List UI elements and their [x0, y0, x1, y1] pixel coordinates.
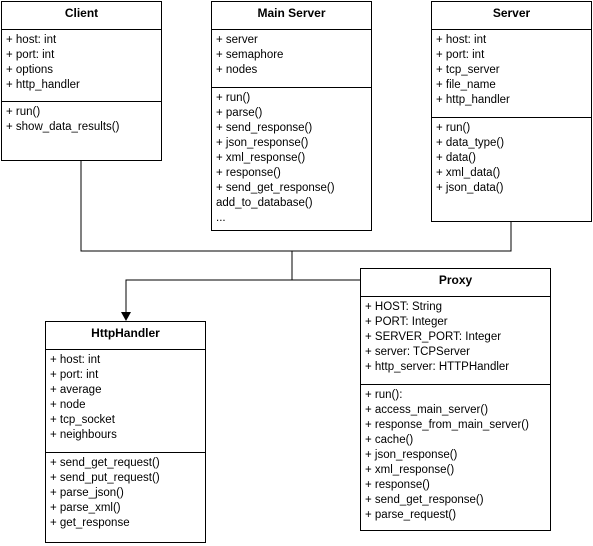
attribute: + nodes	[216, 64, 258, 76]
attribute: + neighbours	[50, 429, 117, 441]
method: + show_data_results()	[6, 121, 120, 133]
method: + send_put_request()	[50, 472, 160, 484]
attribute: + host: int	[6, 34, 57, 46]
class-title: Server	[432, 2, 591, 30]
arrowhead-icon	[121, 312, 131, 321]
class-title: HttpHandler	[46, 322, 205, 350]
class-main-server[interactable]: Main Server + server + semaphore + nodes…	[211, 1, 372, 231]
method: + cache()	[365, 434, 414, 446]
class-title: Main Server	[212, 2, 371, 30]
method: + parse_json()	[50, 487, 124, 499]
attribute: + tcp_server	[436, 64, 500, 76]
method: + data_type()	[436, 137, 505, 149]
attribute: + tcp_socket	[50, 414, 115, 426]
attribute: + PORT: Integer	[365, 316, 448, 328]
methods-section: + run() + show_data_results()	[2, 102, 161, 138]
method: + json_data()	[436, 182, 504, 194]
attribute: + options	[6, 64, 53, 76]
attribute: + semaphore	[216, 49, 284, 61]
attribute: + port: int	[50, 369, 99, 381]
class-title: Client	[2, 2, 161, 30]
attributes-section: + host: int + port: int + average + node…	[46, 350, 205, 453]
attribute: + port: int	[436, 49, 485, 61]
method: ...	[216, 212, 226, 224]
association-line	[80, 161, 512, 252]
class-http-handler[interactable]: HttpHandler + host: int + port: int + av…	[45, 321, 206, 543]
attribute: + port: int	[6, 49, 55, 61]
attribute: + http_handler	[436, 94, 510, 106]
method: + send_get_response()	[365, 494, 484, 506]
attributes-section: + server + semaphore + nodes	[212, 30, 371, 88]
method: + send_response()	[216, 122, 313, 134]
method: + run()	[6, 106, 41, 118]
method: + parse()	[216, 107, 263, 119]
method: + run()	[216, 92, 251, 104]
attribute: + node	[50, 399, 86, 411]
attributes-section: + host: int + port: int + tcp_server + f…	[432, 30, 591, 118]
method: + xml_response()	[365, 464, 455, 476]
attributes-section: + HOST: String + PORT: Integer + SERVER_…	[361, 297, 550, 385]
attribute: + server	[216, 34, 258, 46]
method: + response()	[216, 167, 281, 179]
methods-section: + send_get_request() + send_put_request(…	[46, 453, 205, 534]
class-proxy[interactable]: Proxy + HOST: String + PORT: Integer + S…	[360, 268, 551, 531]
class-title: Proxy	[361, 269, 550, 297]
attribute: + server: TCPServer	[365, 346, 470, 358]
method: + json_response()	[365, 449, 458, 461]
attribute: + host: int	[50, 354, 101, 366]
method: + data()	[436, 152, 476, 164]
method: + response_from_main_server()	[365, 419, 529, 431]
methods-section: + run() + data_type() + data() + xml_dat…	[432, 118, 591, 199]
method: + parse_request()	[365, 509, 457, 521]
association-line	[125, 279, 360, 314]
method: + xml_response()	[216, 152, 306, 164]
method: + send_get_response()	[216, 182, 335, 194]
attribute: + average	[50, 384, 102, 396]
attribute: + SERVER_PORT: Integer	[365, 331, 502, 343]
method: + send_get_request()	[50, 457, 160, 469]
method: + xml_data()	[436, 167, 501, 179]
attribute: + http_server: HTTPHandler	[365, 361, 510, 373]
class-server[interactable]: Server + host: int + port: int + tcp_ser…	[431, 1, 592, 222]
method: + get_response	[50, 517, 130, 529]
class-client[interactable]: Client + host: int + port: int + options…	[1, 1, 162, 161]
attributes-section: + host: int + port: int + options + http…	[2, 30, 161, 102]
method: + parse_xml()	[50, 502, 121, 514]
methods-section: + run() + parse() + send_response() + js…	[212, 88, 371, 229]
attribute: + HOST: String	[365, 301, 443, 313]
attribute: + file_name	[436, 79, 496, 91]
attribute: + host: int	[436, 34, 487, 46]
method: + run()	[436, 122, 471, 134]
method: + access_main_server()	[365, 404, 489, 416]
method: add_to_database()	[216, 197, 313, 209]
attribute: + http_handler	[6, 79, 80, 91]
method: + response()	[365, 479, 430, 491]
methods-section: + run(): + access_main_server() + respon…	[361, 385, 550, 526]
method: + run():	[365, 389, 403, 401]
method: + json_response()	[216, 137, 309, 149]
